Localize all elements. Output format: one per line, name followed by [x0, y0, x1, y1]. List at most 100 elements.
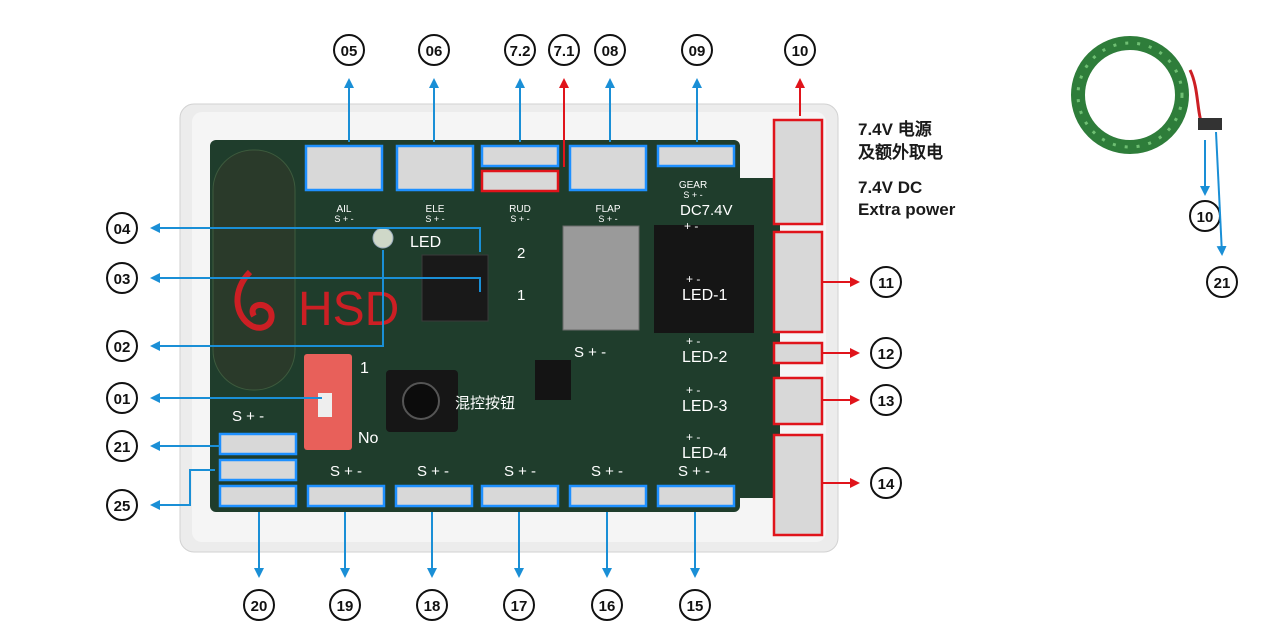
callout-top-08-circle	[594, 34, 626, 66]
callout-top-10: 10	[784, 34, 816, 66]
header-bottom-15[interactable]	[656, 484, 736, 508]
chip-small	[535, 360, 571, 400]
callout-left-04: 04	[106, 212, 138, 244]
header-bottom-16[interactable]	[568, 484, 648, 508]
channel-pins-rud: S + -	[510, 214, 529, 224]
header-bottom-17[interactable]	[480, 484, 560, 508]
channel-label-gear: GEAR	[679, 180, 707, 191]
dc-voltage-label: DC7.4V	[680, 202, 733, 219]
channel-label-ele: ELE	[426, 204, 445, 215]
led-output-label-3: LED-3	[682, 398, 727, 415]
callout-bottom-20-number: 20	[251, 598, 268, 615]
callout-bottom-16-number: 16	[599, 598, 616, 615]
channel-pins-ele: S + -	[425, 214, 444, 224]
callout-right-14-number: 14	[878, 476, 895, 493]
header-power[interactable]	[772, 118, 824, 226]
callout-top-06-number: 06	[426, 43, 443, 60]
mix-button-label: 混控按钮	[455, 395, 515, 412]
header-ele[interactable]	[395, 144, 475, 192]
callout-top-05: 05	[333, 34, 365, 66]
power-note-cn-line2: 及额外取电	[858, 143, 943, 162]
callout-right-14: 14	[870, 467, 902, 499]
mixing-button[interactable]	[402, 382, 440, 420]
callout-top-05-circle	[333, 34, 365, 66]
led-output-sign-2: + -	[686, 334, 700, 348]
header-led-4[interactable]	[772, 433, 824, 537]
bottom-pins-label-1: S + -	[330, 463, 362, 480]
header-left-bottom[interactable]	[218, 484, 298, 508]
callout-left-03: 03	[106, 262, 138, 294]
callout-ring-10-number: 10	[1197, 209, 1214, 226]
callout-line-left-04	[150, 223, 481, 252]
switch-off-label: No	[358, 430, 379, 447]
callout-right-12-circle	[870, 337, 902, 369]
callout-left-04-number: 04	[114, 221, 131, 238]
channel-label-rud: RUD	[509, 204, 531, 215]
led-output-label-2: LED-2	[682, 349, 727, 366]
callout-top-7.2-number: 7.2	[510, 43, 531, 60]
callout-bottom-16-circle	[591, 589, 623, 621]
status-led	[372, 227, 394, 249]
callout-top-7.1: 7.1	[548, 34, 580, 66]
header-flap[interactable]	[568, 144, 648, 192]
header-led-2[interactable]	[772, 341, 824, 365]
header-led-1[interactable]	[772, 230, 824, 334]
callout-top-7.2: 7.2	[504, 34, 536, 66]
callout-bottom-19-number: 19	[337, 598, 354, 615]
callout-right-11-circle	[870, 266, 902, 298]
regulator	[654, 225, 754, 333]
header-ail[interactable]	[304, 144, 384, 192]
callout-top-7.1-number: 7.1	[554, 43, 575, 60]
channel-pins-gear: S + -	[683, 190, 702, 200]
callout-bottom-15-number: 15	[687, 598, 704, 615]
callout-bottom-17: 17	[503, 589, 535, 621]
led-output-label-4: LED-4	[682, 445, 727, 462]
callout-top-05-number: 05	[341, 43, 358, 60]
left-pins-label: S + -	[232, 408, 264, 425]
callout-left-01-circle	[106, 382, 138, 414]
callout-top-06: 06	[418, 34, 450, 66]
header-bottom-19[interactable]	[306, 484, 386, 508]
led-ring	[1071, 36, 1222, 154]
channel-label-ail: AIL	[336, 204, 351, 215]
callout-top-7.1-circle	[548, 34, 580, 66]
callout-ring-10: 10	[1189, 200, 1221, 232]
callout-right-12-number: 12	[878, 346, 895, 363]
callout-right-11-number: 11	[878, 275, 894, 292]
header-left-top[interactable]	[218, 432, 298, 456]
callout-left-01: 01	[106, 382, 138, 414]
callout-bottom-19-circle	[329, 589, 361, 621]
power-note-en-line2: Extra power	[858, 200, 956, 219]
callout-line-left-03	[150, 273, 481, 292]
callout-bottom-15: 15	[679, 589, 711, 621]
callout-left-25: 25	[106, 489, 138, 521]
callout-top-08: 08	[594, 34, 626, 66]
callout-line-left-02	[150, 250, 384, 351]
callout-left-21-circle	[106, 430, 138, 462]
callout-bottom-15-circle	[679, 589, 711, 621]
callout-bottom-18-circle	[416, 589, 448, 621]
callout-left-04-circle	[106, 212, 138, 244]
led-output-label-1: LED-1	[682, 287, 727, 304]
callout-right-13: 13	[870, 384, 902, 416]
capacitor	[212, 149, 296, 391]
callout-top-09-number: 09	[689, 43, 706, 60]
callout-ring-21: 21	[1206, 266, 1238, 298]
header-led-3[interactable]	[772, 376, 824, 426]
mcu-chip	[421, 254, 489, 322]
led-output-sign-4: + -	[686, 430, 700, 444]
callout-bottom-19: 19	[329, 589, 361, 621]
header-rud-top[interactable]	[480, 144, 560, 168]
callout-ring-21-circle	[1206, 266, 1238, 298]
callout-left-21: 21	[106, 430, 138, 462]
callout-line-left-25	[150, 469, 215, 510]
header-gear[interactable]	[656, 144, 736, 168]
header-mix-block[interactable]	[562, 225, 640, 331]
header-bottom-18[interactable]	[394, 484, 474, 508]
header-rud-bottom[interactable]	[480, 169, 560, 193]
power-note-cn-line1: 7.4V 电源	[858, 120, 932, 139]
header-left-middle[interactable]	[218, 458, 298, 482]
callout-left-03-number: 03	[114, 271, 131, 288]
